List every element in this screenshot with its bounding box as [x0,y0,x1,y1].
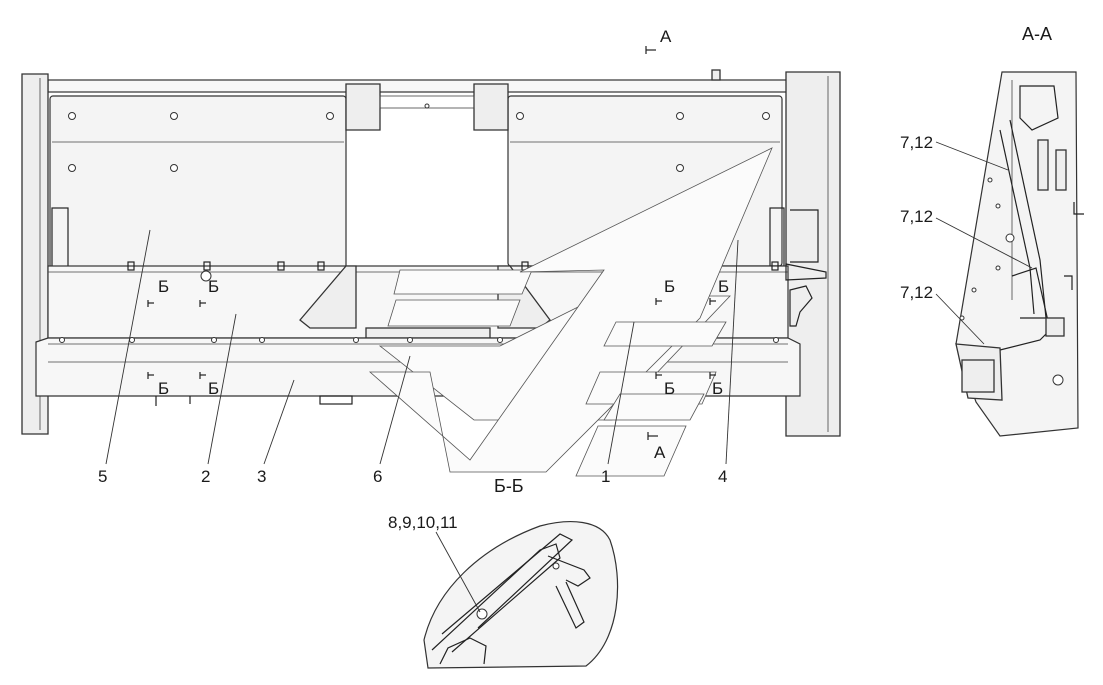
left-panel-holes [68,112,334,172]
part-label-3: 3 [257,467,266,486]
section-mark-a-bottom: А [654,443,666,462]
section-mark-b-right-upper-1: Б [664,277,675,296]
section-mark-b-right-lower-2: Б [712,379,723,398]
section-mark-b-left-upper-1: Б [158,277,169,296]
right-panel-holes [516,112,770,172]
cut-markers-b [147,46,716,440]
exploded-plates [368,147,773,477]
section-a-title: А-А [1022,24,1052,44]
section-a-view: А-А 7,12 7,12 7,12 [900,24,1084,437]
part-label-4: 4 [718,467,727,486]
section-mark-b-left-upper-2: Б [208,277,219,296]
section-mark-b-left-lower-2: Б [208,379,219,398]
section-a-holes [959,177,1015,321]
section-mark-a-top: А [660,27,672,46]
b-label-8-11: 8,9,10,11 [388,513,458,532]
main-view: А А Б Б Б Б Б Б Б Б 5 2 3 6 1 4 [21,27,841,486]
a-label-7-12-mid: 7,12 [900,207,933,226]
part-label-6: 6 [373,467,382,486]
center-bracket-right [473,83,509,131]
center-bracket-left [345,83,381,131]
section-b-title: Б-Б [494,476,524,496]
section-b-view: Б-Б 8,9,10,11 [388,476,619,669]
top-frame-rail [47,79,791,93]
section-mark-b-right-upper-2: Б [718,277,729,296]
part-label-1: 1 [601,467,610,486]
section-b-outline [423,521,619,669]
section-mark-b-left-lower-1: Б [158,379,169,398]
a-label-7-12-top: 7,12 [900,133,933,152]
gusset-left [299,265,357,329]
a-label-7-12-bottom: 7,12 [900,283,933,302]
part-label-5: 5 [98,467,107,486]
left-panel [49,95,347,269]
section-mark-b-right-lower-1: Б [664,379,675,398]
part-label-2: 2 [201,467,210,486]
leader-lines [105,229,739,465]
